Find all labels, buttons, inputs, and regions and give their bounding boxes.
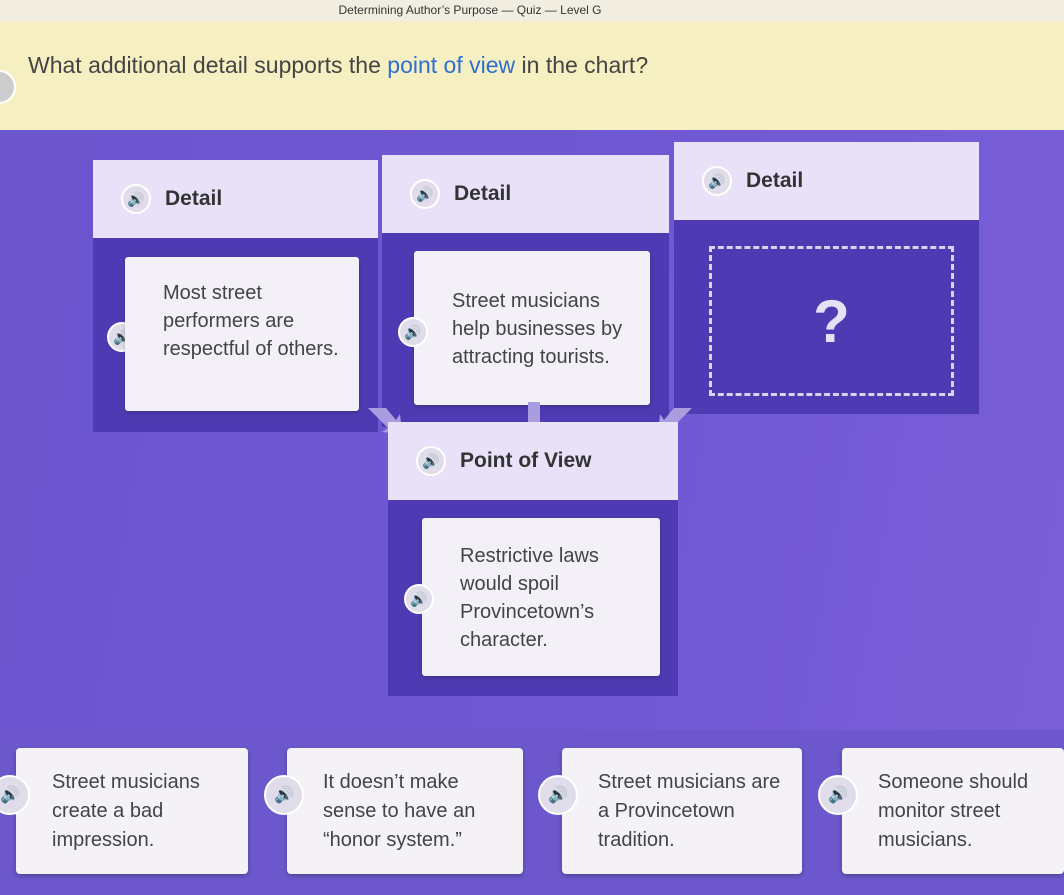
detail-card-1: Most street performers are respectful of… [125, 257, 359, 411]
answer-choices: Street musicians create a bad impression… [0, 730, 1064, 895]
choice-3[interactable]: Street musicians are a Provincetown trad… [562, 748, 802, 874]
answer-drop-zone[interactable]: ? [709, 246, 954, 396]
detail-column-3: 🔊 Detail ? [674, 142, 979, 414]
detail-header-3: 🔊 Detail [674, 142, 979, 220]
point-of-view-card: Restrictive laws would spoil Provincetow… [422, 518, 660, 676]
question-speaker-button[interactable] [0, 70, 16, 104]
speaker-icon[interactable]: 🔊 [121, 184, 151, 214]
question-highlight: point of view [387, 52, 516, 78]
chart-stage: 🔊 Detail 🔊 Most street performers are re… [0, 130, 1064, 730]
choice-2[interactable]: It doesn’t make sense to have an “honor … [287, 748, 523, 874]
detail-header-2: 🔊 Detail [382, 155, 669, 233]
speaker-icon[interactable]: 🔊 [702, 166, 732, 196]
speaker-icon[interactable]: 🔊 [410, 179, 440, 209]
question-bar: What additional detail supports the poin… [0, 22, 1064, 130]
detail-header-1: 🔊 Detail [93, 160, 378, 238]
question-mark: ? [813, 287, 850, 355]
detail-column-1: 🔊 Detail 🔊 Most street performers are re… [93, 160, 378, 432]
choice-1[interactable]: Street musicians create a bad impression… [16, 748, 248, 874]
speaker-icon[interactable]: 🔊 [398, 317, 428, 347]
detail-card-2: Street musicians help businesses by attr… [414, 251, 650, 405]
choice-4[interactable]: Someone should monitor street musicians. [842, 748, 1064, 874]
question-text: What additional detail supports the poin… [28, 52, 649, 78]
arrow-center-stem [528, 402, 540, 424]
point-of-view-column: 🔊 Point of View Restrictive laws would s… [388, 422, 678, 696]
speaker-icon[interactable]: 🔊 [538, 775, 578, 815]
detail-column-2: 🔊 Detail Street musicians help businesse… [382, 155, 669, 427]
quiz-title: Determining Author’s Purpose — Quiz — Le… [338, 3, 602, 17]
top-bar: Determining Author’s Purpose — Quiz — Le… [0, 0, 1064, 22]
speaker-icon[interactable]: 🔊 [416, 446, 446, 476]
speaker-icon[interactable]: 🔊 [264, 775, 304, 815]
speaker-icon[interactable]: 🔊 [818, 775, 858, 815]
point-of-view-header: 🔊 Point of View [388, 422, 678, 500]
speaker-icon[interactable]: 🔊 [404, 584, 434, 614]
